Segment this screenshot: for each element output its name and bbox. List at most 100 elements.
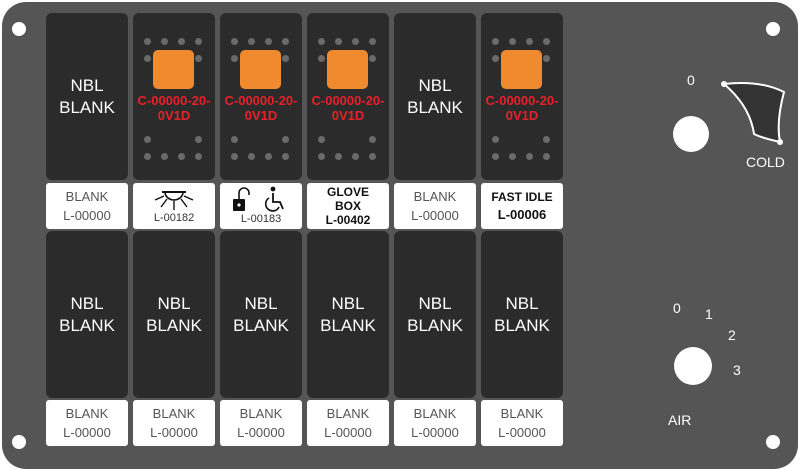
switch-label: BLANK L-00000 [46, 400, 128, 446]
label-title: FAST IDLE [491, 190, 553, 204]
rocker-switch-led[interactable]: C-00000-20-0V1D [481, 13, 563, 180]
label-part-number: L-00000 [63, 425, 111, 440]
air-position-3: 3 [733, 362, 741, 378]
temp-zero-label: 0 [687, 72, 695, 88]
label-title: BLANK [413, 189, 457, 204]
indicator-dots [144, 136, 204, 162]
label-part-number: L-00000 [411, 208, 459, 223]
mounting-hole-icon [12, 435, 26, 449]
label-part-number: L-00182 [153, 212, 195, 224]
label-title: BLANK [326, 406, 370, 421]
switch-label: L-00183 [220, 183, 302, 229]
nbl-text: NBL [331, 293, 365, 313]
indicator-dots [492, 136, 552, 162]
label-part-number: L-00402 [325, 213, 371, 227]
nbl-text: NBL [505, 293, 539, 313]
label-title: BLANK [413, 406, 457, 421]
mounting-hole-icon [12, 22, 26, 36]
air-knob[interactable] [674, 347, 712, 385]
switch-label: FAST IDLE L-00006 [481, 183, 563, 229]
label-part-number: L-00000 [237, 425, 285, 440]
part-code-line1: C-00000-20- [224, 93, 298, 108]
label-part-number: L-00183 [240, 213, 282, 225]
nbl-text: NBL [418, 75, 452, 95]
part-code-line1: C-00000-20- [485, 93, 559, 108]
indicator-dots [144, 38, 204, 64]
air-position-1: 1 [705, 306, 713, 322]
indicator-dots [492, 38, 552, 64]
part-code-line1: C-00000-20- [311, 93, 385, 108]
label-title-line2: BOX [334, 199, 361, 213]
switch-label: BLANK L-00000 [481, 400, 563, 446]
label-title-line1: GLOVE [326, 185, 369, 199]
label-title: BLANK [152, 406, 196, 421]
label-title: BLANK [65, 406, 109, 421]
indicator-dots [231, 38, 291, 64]
part-code-line2: 0V1D [505, 108, 539, 123]
orange-led-indicator [327, 50, 368, 89]
rocker-switch-led[interactable]: C-00000-20-0V1D [307, 13, 389, 180]
part-code-line2: 0V1D [244, 108, 278, 123]
orange-led-indicator [153, 50, 194, 89]
mounting-hole-icon [766, 22, 780, 36]
switch-label: BLANK L-00000 [307, 400, 389, 446]
label-part-number: L-00000 [411, 425, 459, 440]
label-part-number: L-00000 [324, 425, 372, 440]
switch-label: BLANK L-00000 [394, 183, 476, 229]
label-part-number: L-00006 [497, 207, 547, 222]
rocker-switch-led[interactable]: C-00000-20-0V1D [133, 13, 215, 180]
orange-led-indicator [240, 50, 281, 89]
temperature-knob[interactable] [673, 116, 709, 152]
blank-text: BLANK [407, 97, 463, 117]
part-code-line2: 0V1D [157, 108, 191, 123]
blank-text: BLANK [59, 315, 115, 335]
label-title: BLANK [500, 406, 544, 421]
indicator-dots [318, 38, 378, 64]
label-part-number: L-00000 [63, 208, 111, 223]
blank-text: BLANK [146, 315, 202, 335]
air-position-2: 2 [728, 327, 736, 343]
rocker-switch-led[interactable]: C-00000-20-0V1D [220, 13, 302, 180]
label-title: BLANK [65, 189, 109, 204]
label-part-number: L-00000 [150, 425, 198, 440]
switch-label: BLANK L-00000 [133, 400, 215, 446]
switch-label: BLANK L-00000 [220, 400, 302, 446]
air-position-0: 0 [673, 300, 681, 316]
blank-text: BLANK [494, 315, 550, 335]
nbl-text: NBL [70, 293, 104, 313]
blank-text: BLANK [233, 315, 289, 335]
temperature-range-icon [721, 81, 786, 145]
label-part-number: L-00000 [498, 425, 546, 440]
temp-cold-label: COLD [746, 154, 785, 170]
blank-text: BLANK [407, 315, 463, 335]
switch-label: BLANK L-00000 [46, 183, 128, 229]
switch-label: BLANK L-00000 [394, 400, 476, 446]
air-label: AIR [668, 412, 692, 428]
switch-label: L-00182 [133, 183, 215, 229]
indicator-dots [231, 136, 291, 162]
switch-label: GLOVE BOX L-00402 [307, 183, 389, 229]
mounting-hole-icon [766, 435, 780, 449]
sun-lamp-icon [154, 191, 194, 210]
label-title: BLANK [239, 406, 283, 421]
part-code-line2: 0V1D [331, 108, 365, 123]
part-code-line1: C-00000-20- [137, 93, 211, 108]
nbl-text: NBL [157, 293, 191, 313]
nbl-text: NBL [70, 75, 104, 95]
blank-text: BLANK [320, 315, 376, 335]
nbl-text: NBL [244, 293, 278, 313]
indicator-dots [318, 136, 378, 162]
lock-wheelchair-icon [233, 186, 284, 212]
blank-text: BLANK [59, 97, 115, 117]
nbl-text: NBL [418, 293, 452, 313]
orange-led-indicator [501, 50, 542, 89]
